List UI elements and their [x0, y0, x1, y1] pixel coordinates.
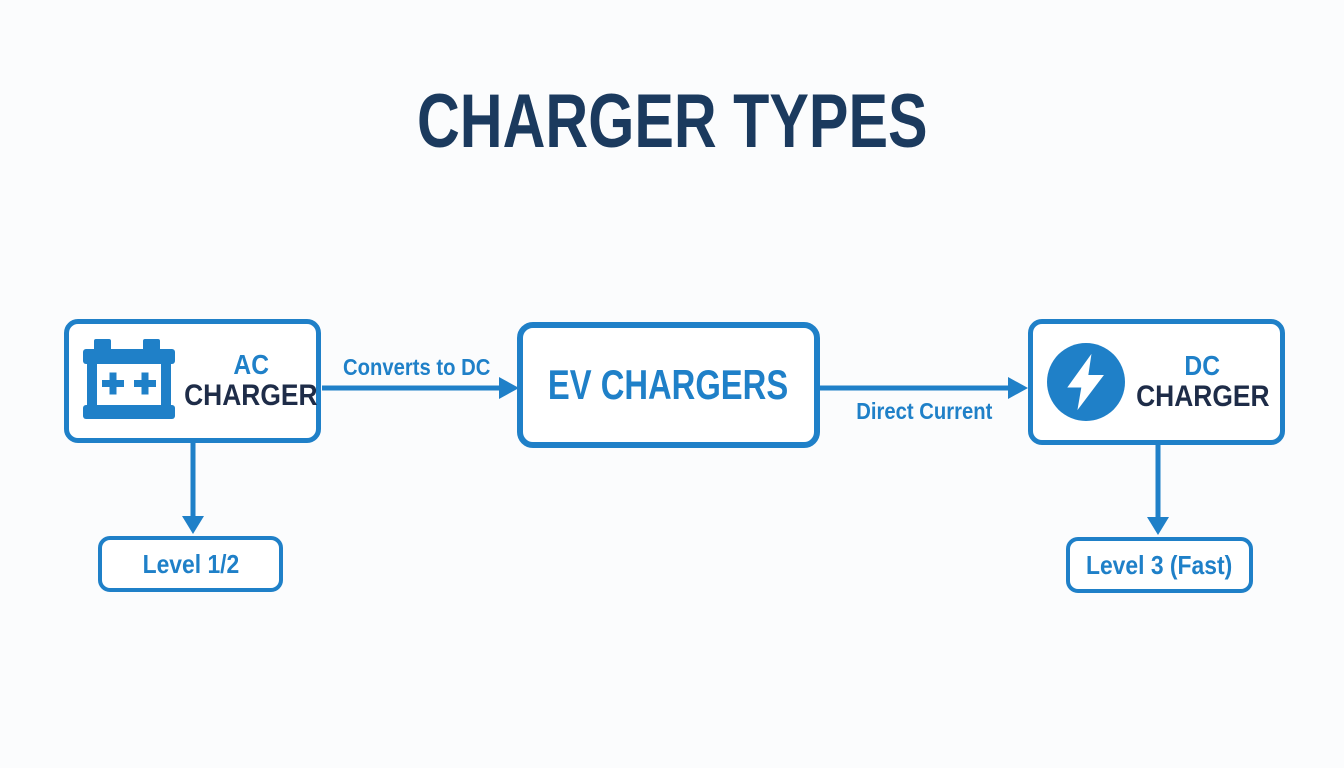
node-level-1-2: Level 1/2: [98, 536, 283, 592]
node-ac-charger: AC CHARGER: [64, 319, 321, 443]
lightning-bolt-icon: [1047, 343, 1125, 421]
node-dc-charger: DC CHARGER: [1028, 319, 1285, 445]
dc-charger-label: DC CHARGER: [1135, 349, 1270, 413]
arrow-ev-to-dc: [820, 377, 1028, 399]
battery-icon: [83, 339, 175, 423]
ac-charger-label: AC CHARGER: [184, 348, 318, 412]
page-title: CHARGER TYPES: [416, 79, 928, 164]
edge-label-converts-to-dc: Converts to DC: [343, 354, 491, 380]
ev-chargers-label: EV CHARGERS: [548, 361, 789, 408]
edge-label-direct-current: Direct Current: [855, 398, 993, 424]
arrow-dc-to-level3: [1147, 445, 1169, 535]
level-1-2-label: Level 1/2: [142, 549, 239, 579]
level-3-fast-label: Level 3 (Fast): [1086, 550, 1233, 580]
node-ev-chargers: EV CHARGERS: [517, 322, 820, 448]
arrow-ac-to-level12: [182, 443, 204, 534]
node-level-3-fast: Level 3 (Fast): [1066, 537, 1253, 593]
arrow-ac-to-ev: [322, 377, 519, 399]
